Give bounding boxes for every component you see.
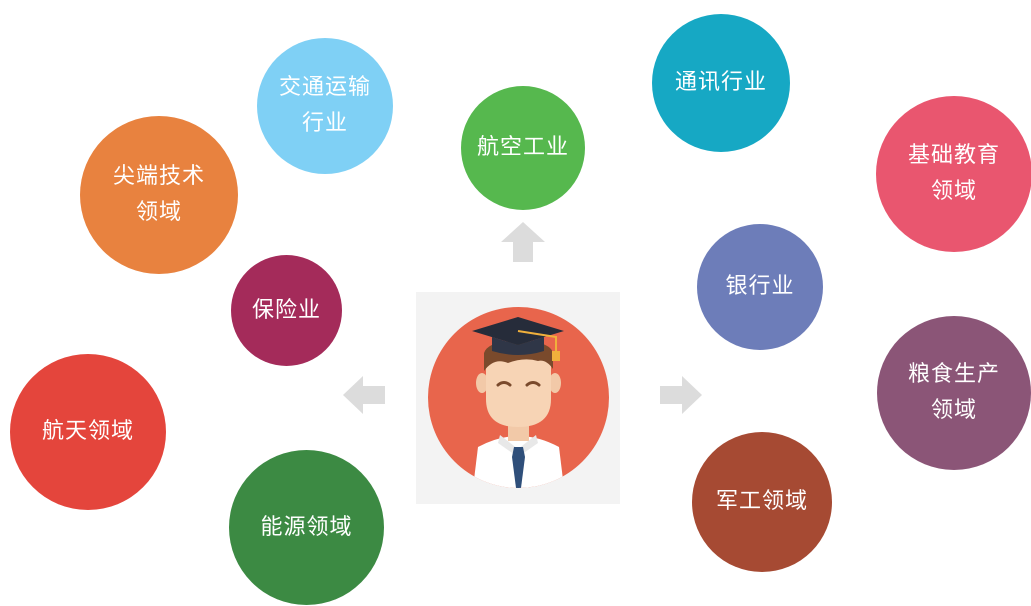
bubble-aviation-industry: 航空工业 bbox=[461, 86, 585, 210]
bubble-transport-industry: 交通运输 行业 bbox=[257, 38, 393, 174]
arrow-left-icon bbox=[343, 376, 385, 414]
arrow-right-icon bbox=[660, 376, 702, 414]
bubble-basic-education: 基础教育 领域 bbox=[876, 96, 1031, 252]
bubble-aerospace: 航天领域 bbox=[10, 354, 166, 510]
bubble-military-industry: 军工领域 bbox=[692, 432, 832, 572]
bubble-telecom-industry: 通讯行业 bbox=[652, 14, 790, 152]
bubble-energy: 能源领域 bbox=[229, 450, 384, 605]
bubble-insurance: 保险业 bbox=[231, 255, 342, 366]
bubble-banking: 银行业 bbox=[697, 224, 823, 350]
arrow-up-icon bbox=[501, 222, 545, 262]
bubble-cutting-edge-tech: 尖端技术 领域 bbox=[80, 116, 238, 274]
graduate-avatar-icon bbox=[428, 307, 609, 488]
bubble-grain-production: 粮食生产 领域 bbox=[877, 316, 1031, 470]
